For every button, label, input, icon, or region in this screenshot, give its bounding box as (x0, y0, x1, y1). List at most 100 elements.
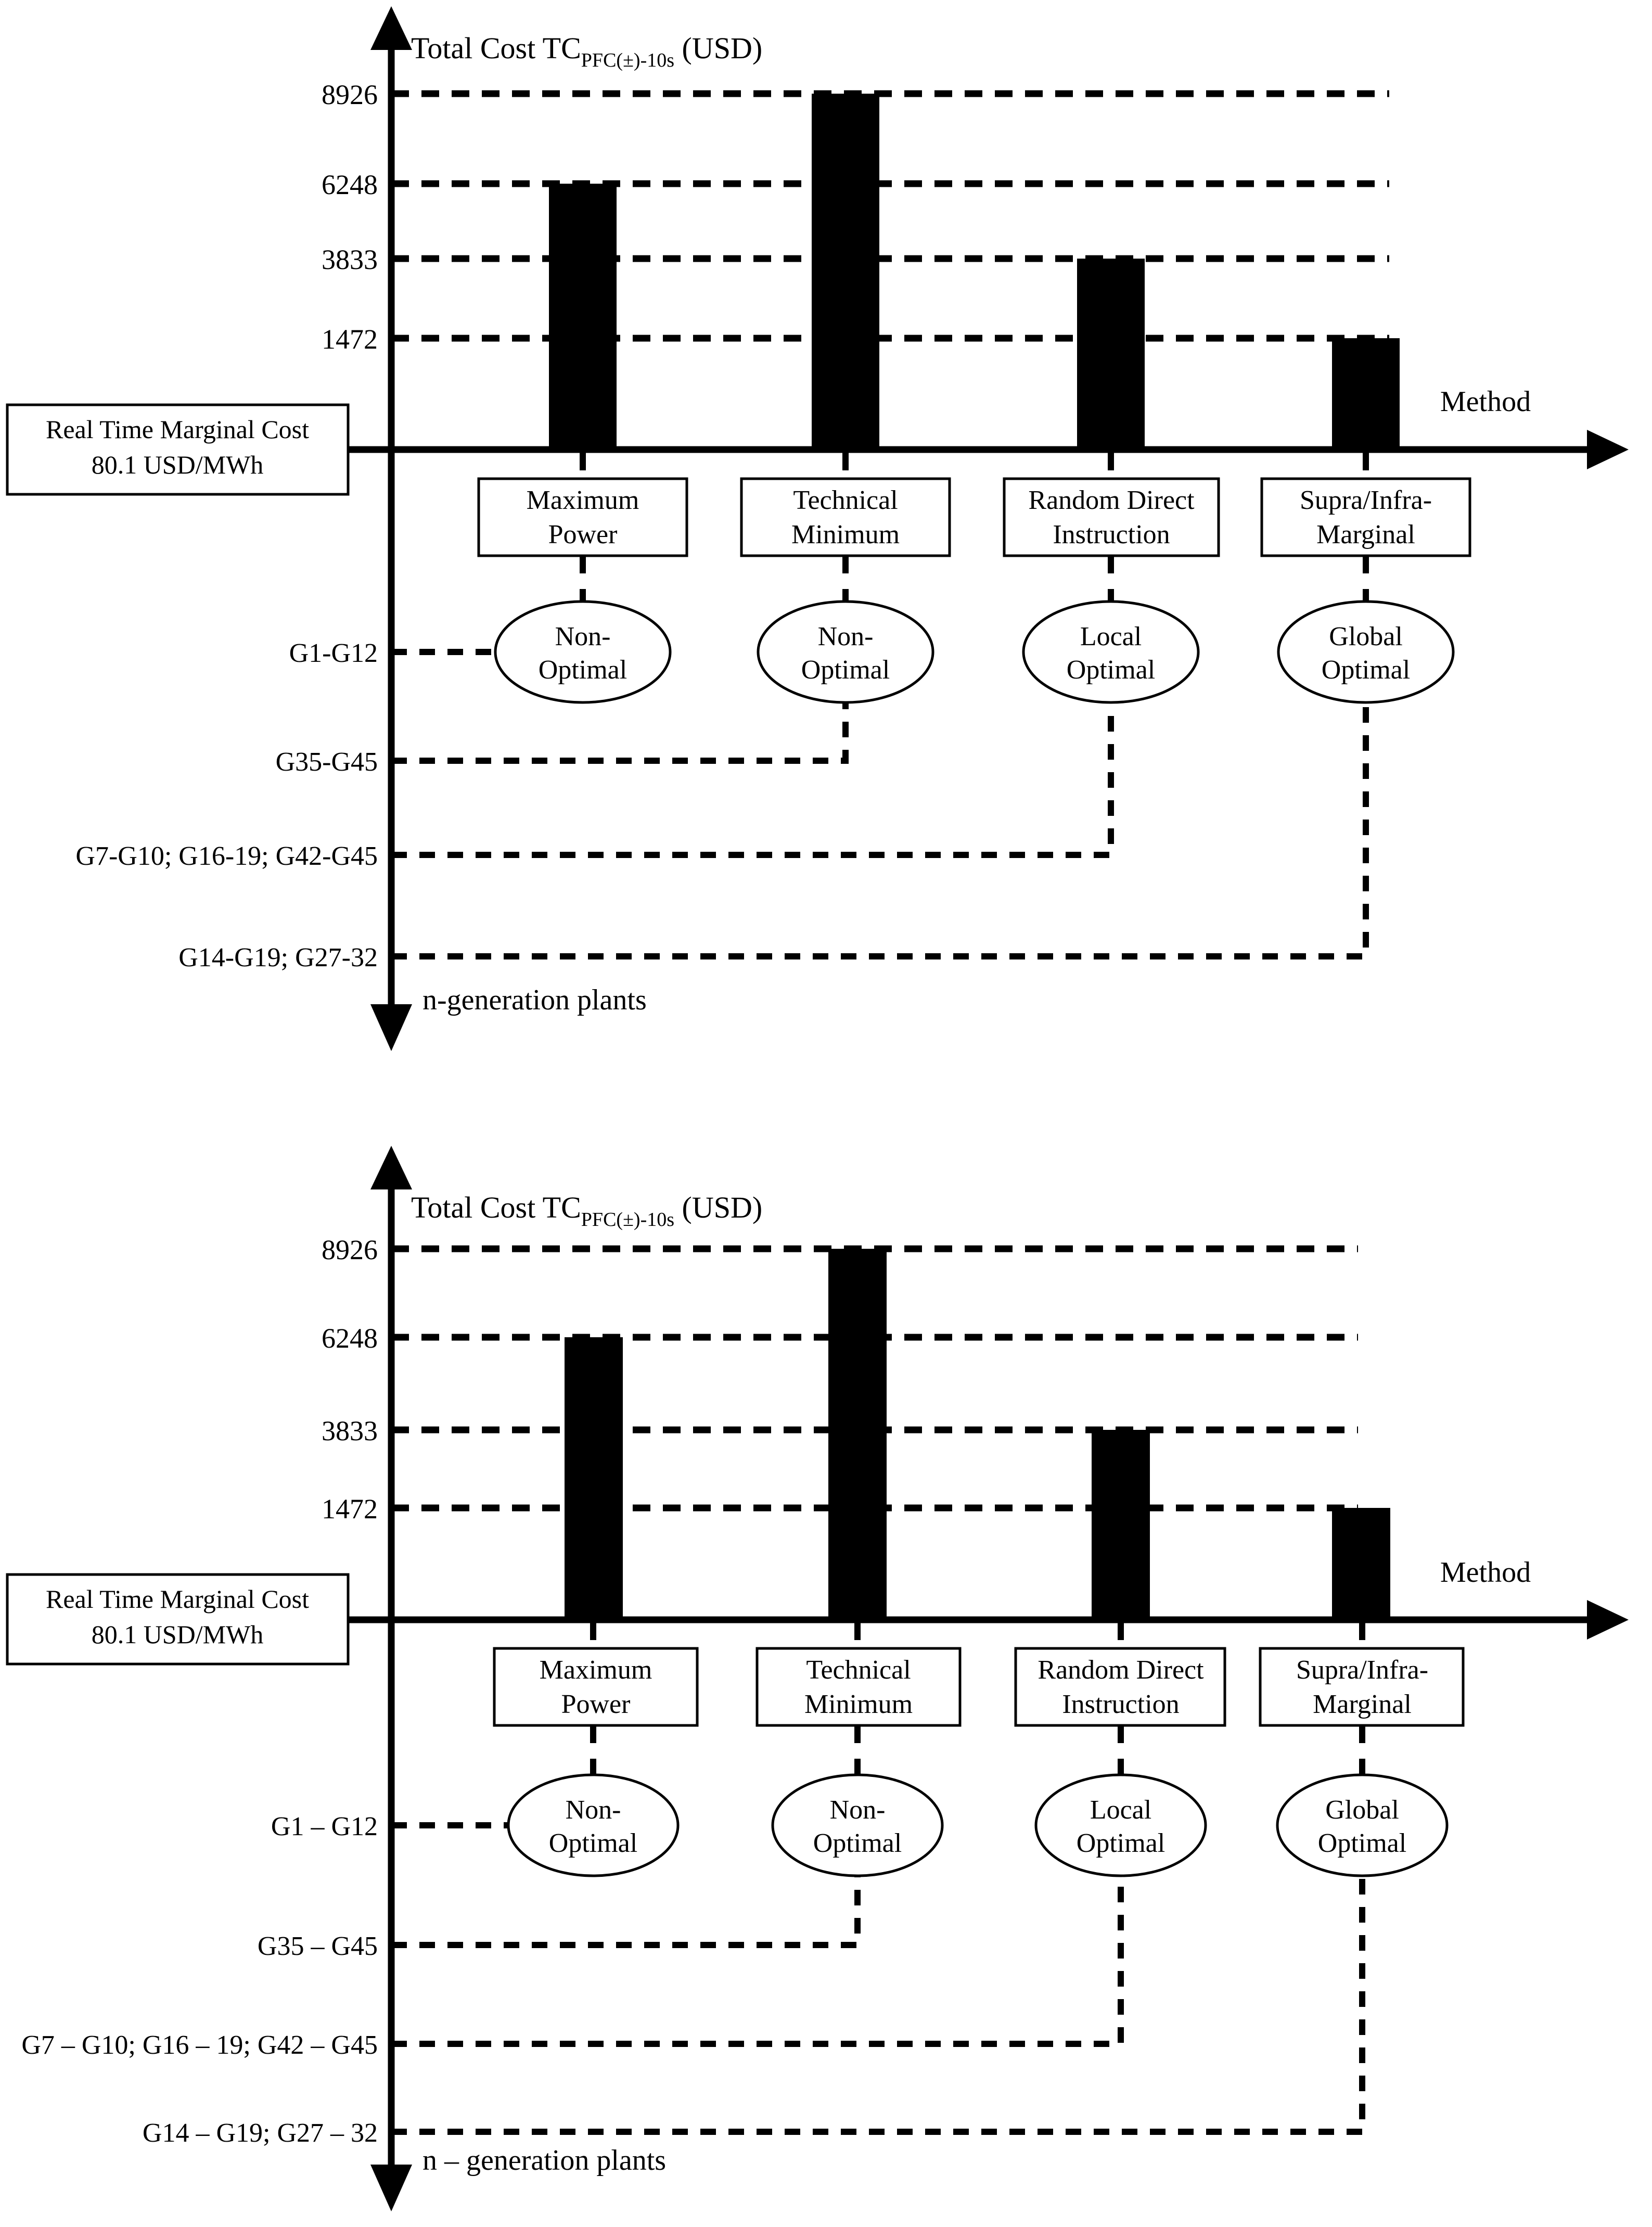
y-axis-up (370, 1146, 412, 1621)
bar-maximum-power (565, 1337, 623, 1621)
method-box-label-line2: Minimum (804, 1690, 913, 1719)
ytick-label-2: 3833 (322, 244, 378, 275)
y-axis-down (370, 451, 412, 1051)
ytick-label-3: 1472 (322, 324, 378, 355)
method-box-label-line1: Technical (793, 485, 898, 515)
method-box-label-line1: Random Direct (1038, 1655, 1204, 1685)
optimality-label-line2: Optimal (549, 1828, 637, 1858)
ytick-label-3: 1472 (322, 1493, 378, 1525)
x-axis-title: Method (1440, 386, 1531, 418)
method-box-label-line1: Supra/Infra- (1300, 485, 1432, 515)
marginal-cost-line1: Real Time Marginal Cost (46, 415, 309, 444)
marginal-cost-box: Real Time Marginal Cost 80.1 USD/MWh (6, 403, 391, 496)
optimality-label-line1: Local (1080, 622, 1142, 651)
generator-label-3: G7-G10; G16-19; G42-G45 (75, 841, 378, 871)
method-box-label-line1: Supra/Infra- (1296, 1655, 1428, 1685)
marginal-cost-line2: 80.1 USD/MWh (92, 450, 264, 479)
method-box-random-direct-instruction: Random Direct Instruction (1014, 1622, 1226, 1774)
x-axis-title: Method (1440, 1556, 1531, 1589)
down-axis-title: n – generation plants (422, 2144, 666, 2177)
method-box-label-line1: Maximum (527, 485, 639, 515)
method-box-label-line1: Technical (806, 1655, 911, 1685)
method-box-label-line2: Power (561, 1690, 631, 1719)
method-box-label-line2: Marginal (1313, 1690, 1412, 1719)
bar-random-direct (1077, 259, 1145, 450)
generator-connector-4 (391, 703, 1369, 959)
optimality-ellipse-random-direct-instruction: Local Optimal (1022, 600, 1200, 704)
bar-random-direct (1092, 1430, 1150, 1621)
marginal-cost-line1: Real Time Marginal Cost (46, 1584, 309, 1614)
y-axis-title-main: Total Cost TC (411, 31, 581, 65)
x-axis (343, 1600, 1629, 1640)
optimality-label-line1: Non- (566, 1795, 621, 1825)
method-box-maximum-power: Maximum Power (477, 453, 688, 603)
marginal-cost-box: Real Time Marginal Cost 80.1 USD/MWh (6, 1573, 391, 1666)
generator-label-2: G35 – G45 (258, 1931, 378, 1961)
method-box-label-line2: Instruction (1053, 520, 1170, 549)
optimality-ellipse-technical-minimum: Non- Optimal (771, 1773, 944, 1877)
y-axis-title: Total Cost TCPFC(±)-10s (USD) (411, 31, 762, 71)
bar-supra-infra (1332, 1508, 1390, 1621)
generator-label-3: G7 – G10; G16 – 19; G42 – G45 (21, 2030, 378, 2060)
optimality-ellipse-random-direct-instruction: Local Optimal (1034, 1773, 1207, 1877)
panel-bottom: 8926 6248 3833 1472 Total Cost TCPFC(±)-… (6, 1146, 1629, 2211)
down-axis-title: n-generation plants (422, 984, 647, 1016)
y-axis-title-subscript: PFC(±)-10s (581, 1209, 674, 1231)
generator-label-1: G1 – G12 (271, 1812, 378, 1841)
optimality-ellipse-technical-minimum: Non- Optimal (757, 600, 934, 704)
method-box-supra-infra-marginal: Supra/Infra- Marginal (1260, 453, 1471, 603)
method-box-supra-infra-marginal: Supra/Infra- Marginal (1259, 1622, 1465, 1774)
marginal-cost-line2: 80.1 USD/MWh (92, 1620, 264, 1649)
optimality-label-line2: Optimal (813, 1828, 902, 1858)
optimality-ellipse-maximum-power: Non- Optimal (494, 600, 672, 704)
optimality-label-line2: Optimal (539, 655, 627, 685)
panel-top: 8926 6248 3833 1472 Total Cost TCPFC(±)-… (6, 6, 1629, 1051)
y-axis-title-subscript: PFC(±)-10s (581, 49, 674, 71)
ytick-label-2: 3833 (322, 1415, 378, 1447)
method-box-label-line2: Power (548, 520, 618, 549)
generator-connector-3 (391, 1877, 1124, 2047)
method-box-maximum-power: Maximum Power (493, 1622, 699, 1774)
generator-label-2: G35-G45 (276, 747, 378, 777)
generator-label-1: G1-G12 (289, 638, 378, 668)
y-axis-title-unit: (USD) (674, 1191, 762, 1224)
generator-label-4: G14 – G19; G27 – 32 (143, 2118, 378, 2148)
optimality-label-line2: Optimal (801, 655, 890, 685)
ytick-label-1: 6248 (322, 1323, 378, 1354)
bar-technical-minimum (812, 94, 879, 450)
ytick-label-1: 6248 (322, 169, 378, 200)
optimality-label-line1: Non- (830, 1795, 886, 1825)
y-axis-up (370, 6, 412, 451)
y-axis-title: Total Cost TCPFC(±)-10s (USD) (411, 1191, 762, 1231)
method-box-technical-minimum: Technical Minimum (755, 1622, 962, 1774)
x-axis (343, 430, 1629, 469)
optimality-label-line1: Global (1325, 1795, 1399, 1825)
optimality-label-line1: Local (1090, 1795, 1151, 1825)
y-axis-down (370, 1621, 412, 2211)
method-box-label-line1: Random Direct (1028, 485, 1195, 515)
method-box-label-line2: Marginal (1316, 520, 1415, 549)
optimality-label-line1: Global (1329, 622, 1403, 651)
generator-connector-4 (391, 1877, 1365, 2135)
y-axis-title-unit: (USD) (674, 31, 762, 65)
optimality-label-line2: Optimal (1077, 1828, 1165, 1858)
ytick-label-0: 8926 (322, 1234, 378, 1265)
method-box-technical-minimum: Technical Minimum (740, 453, 951, 603)
bar-technical-minimum (828, 1249, 887, 1621)
optimality-label-line1: Non- (818, 622, 874, 651)
generator-connector-2 (391, 703, 849, 764)
optimality-ellipse-supra-infra-marginal: Global Optimal (1277, 600, 1455, 704)
ytick-label-0: 8926 (322, 79, 378, 110)
method-box-label-line1: Maximum (540, 1655, 652, 1685)
generator-connector-2 (391, 1877, 861, 1948)
method-box-random-direct-instruction: Random Direct Instruction (1003, 453, 1220, 603)
generator-label-4: G14-G19; G27-32 (178, 943, 378, 972)
optimality-label-line2: Optimal (1067, 655, 1155, 685)
y-axis-title-main: Total Cost TC (411, 1191, 581, 1224)
method-box-label-line2: Instruction (1062, 1690, 1179, 1719)
generator-connector-3 (391, 703, 1114, 858)
optimality-label-line2: Optimal (1318, 1828, 1406, 1858)
optimality-ellipse-maximum-power: Non- Optimal (507, 1773, 680, 1877)
optimality-label-line2: Optimal (1322, 655, 1410, 685)
